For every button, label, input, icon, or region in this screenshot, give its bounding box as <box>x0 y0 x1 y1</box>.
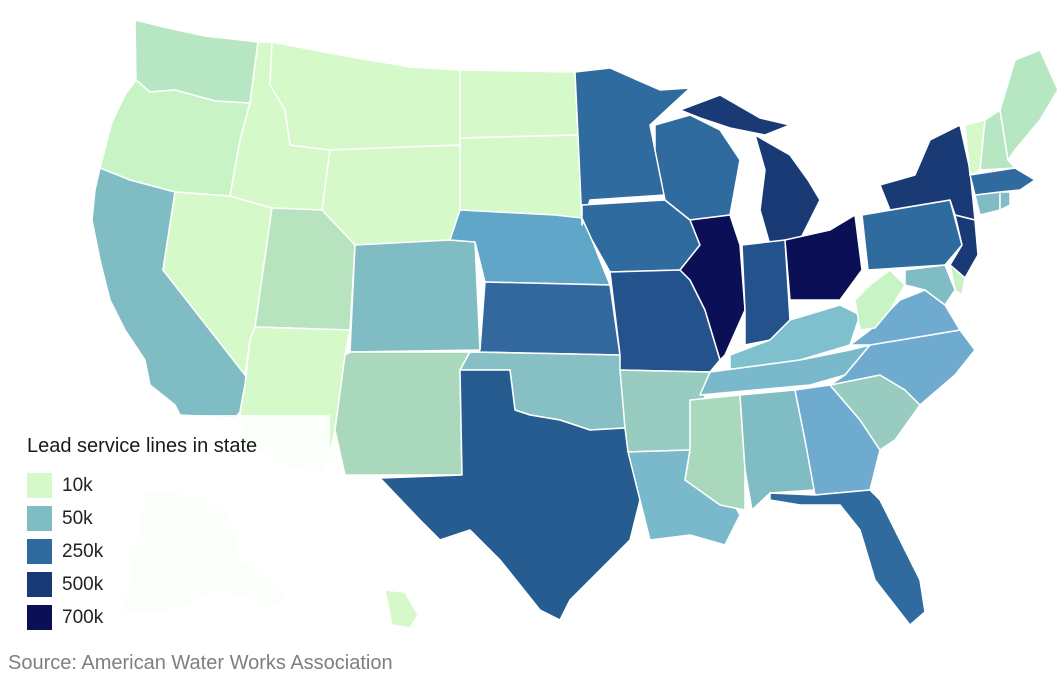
legend-item-50k: 50k <box>27 506 227 531</box>
state-CT[interactable] <box>974 191 1001 216</box>
state-WY[interactable] <box>321 144 461 246</box>
state-MA[interactable] <box>969 167 1036 196</box>
state-TX[interactable] <box>379 369 641 621</box>
legend-item-700k: 700k <box>27 605 227 630</box>
legend-swatch <box>27 605 52 630</box>
legend-title: Lead service lines in state <box>27 435 258 457</box>
state-OH[interactable] <box>784 214 863 301</box>
state-NM[interactable] <box>334 351 471 476</box>
state-MI-upper[interactable] <box>679 94 791 136</box>
state-IL[interactable] <box>679 214 746 361</box>
legend-swatch <box>27 506 52 531</box>
state-NY[interactable] <box>879 124 976 221</box>
state-WV[interactable] <box>854 269 906 331</box>
state-RI[interactable] <box>999 191 1011 211</box>
state-KS[interactable] <box>477 281 621 356</box>
legend-label: 700k <box>62 607 104 628</box>
state-CO[interactable] <box>349 239 481 353</box>
state-MT[interactable] <box>269 41 461 151</box>
legend: Lead service lines in state 10k 50k 250k… <box>0 415 330 640</box>
state-FL[interactable] <box>769 489 926 626</box>
legend-swatch <box>27 539 52 564</box>
state-MI[interactable] <box>754 134 821 246</box>
state-WA[interactable] <box>134 19 259 104</box>
legend-item-10k: 10k <box>27 473 227 498</box>
state-DE[interactable] <box>949 264 966 296</box>
state-HI[interactable] <box>384 589 419 629</box>
legend-label: 500k <box>62 574 104 595</box>
state-NH[interactable] <box>979 109 1016 171</box>
state-PA[interactable] <box>861 199 963 271</box>
source-note: Source: American Water Works Association <box>8 652 393 674</box>
state-MD[interactable] <box>904 264 956 306</box>
legend-label: 250k <box>62 541 104 562</box>
legend-item-250k: 250k <box>27 539 227 564</box>
state-ND[interactable] <box>459 69 579 139</box>
legend-swatch <box>27 572 52 597</box>
legend-label: 10k <box>62 475 93 496</box>
state-ME[interactable] <box>999 49 1059 161</box>
legend-swatch <box>27 473 52 498</box>
legend-label: 50k <box>62 508 93 529</box>
legend-item-500k: 500k <box>27 572 227 597</box>
